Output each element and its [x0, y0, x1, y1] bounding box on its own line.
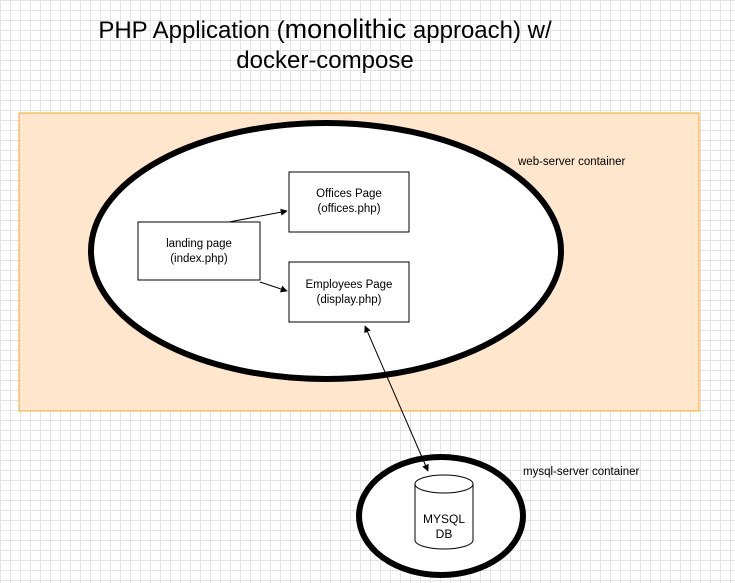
arrow-landing-to-employees[interactable]: [259, 281, 288, 293]
title-line-1: PHP Application (monolithic approach) w/: [98, 14, 552, 44]
landing-page-file: (index.php): [170, 253, 228, 265]
mysql-db-cylinder[interactable]: [414, 474, 474, 550]
offices-page-label: Offices Page (offices.php): [289, 187, 409, 217]
employees-page-file: (display.php): [316, 294, 382, 306]
employees-page-name: Employees Page: [305, 279, 393, 291]
title-line-2: docker-compose: [236, 47, 414, 74]
offices-page-name: Offices Page: [316, 188, 382, 200]
arrow-employees-to-db[interactable]: [364, 325, 429, 472]
offices-page-box[interactable]: [288, 171, 410, 233]
web-server-ellipse[interactable]: [88, 120, 564, 382]
mysql-db-name: MYSQL: [422, 512, 465, 526]
diagram-title: PHP Application (monolithic approach) w/…: [60, 14, 590, 76]
mysql-db-suffix: DB: [435, 527, 453, 541]
web-server-container-label: web-server container: [518, 156, 626, 168]
employees-page-label: Employees Page (display.php): [289, 278, 409, 308]
employees-page-box[interactable]: [288, 261, 410, 323]
mysql-db-label: MYSQL DB: [414, 512, 474, 542]
landing-page-label: landing page (index.php): [138, 237, 260, 267]
offices-page-file: (offices.php): [317, 203, 381, 215]
landing-page-box[interactable]: [137, 221, 261, 281]
arrow-landing-to-offices[interactable]: [228, 208, 288, 223]
mysql-server-container-label: mysql-server container: [523, 466, 640, 478]
landing-page-name: landing page: [166, 238, 232, 250]
